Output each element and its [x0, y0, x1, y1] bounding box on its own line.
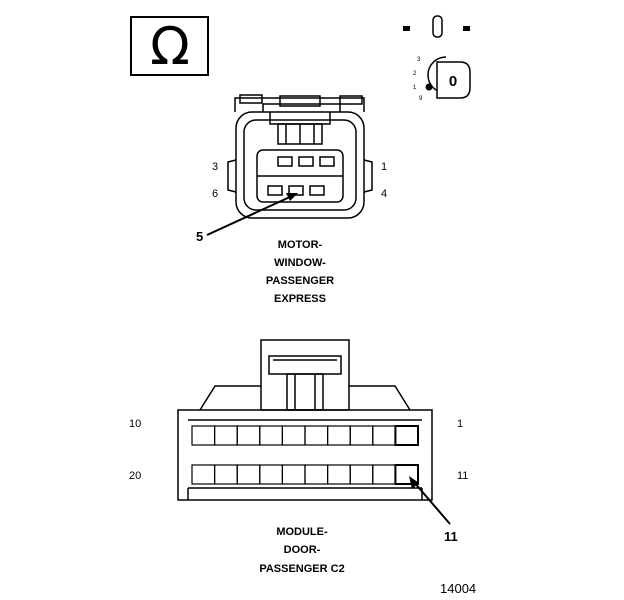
ignition-key-icon: 0 3 2 1 9	[403, 15, 471, 102]
connector-cavity	[236, 464, 261, 485]
pointer-label: 5	[196, 229, 203, 244]
connector-cavity	[214, 425, 238, 446]
pointer-label: 11	[444, 529, 458, 544]
pin-label: 20	[129, 470, 141, 482]
pin-label: 6	[212, 188, 218, 200]
connector-cavity	[259, 464, 283, 485]
connector-name-line: MOTOR-	[278, 239, 323, 251]
pin-label: 3	[212, 161, 218, 173]
connector-cavity	[304, 425, 329, 446]
connector-cavity	[349, 464, 374, 485]
figure-number: 14004	[440, 581, 476, 596]
cavity-grid	[191, 425, 419, 485]
pin-label: 11	[457, 470, 468, 482]
connector-cavity	[372, 425, 396, 446]
ohm-icon: Ω	[150, 17, 190, 77]
connector-name-line: MODULE-	[276, 526, 328, 538]
connector-cavity	[214, 464, 238, 485]
connector-cavity	[259, 425, 283, 446]
module-door-connector	[177, 339, 433, 501]
connector-cavity	[327, 464, 351, 485]
connector-name-line: WINDOW-	[274, 257, 326, 269]
pin-label: 4	[381, 188, 387, 200]
connector-name-line: PASSENGER C2	[259, 563, 344, 575]
key-position-label: 3	[417, 57, 421, 63]
connector-name-line: EXPRESS	[274, 293, 326, 305]
connector-cavity	[394, 464, 419, 485]
connector-cavity	[236, 425, 261, 446]
key-center-label: 0	[449, 73, 457, 90]
key-position-label: 2	[413, 71, 417, 77]
connector-cavity	[394, 425, 419, 446]
ohmmeter-symbol-box: Ω	[130, 16, 209, 77]
pin-pointer-arrow	[409, 476, 451, 525]
connector-cavity	[281, 464, 306, 485]
pin-label: 10	[129, 418, 141, 430]
connector-cavity	[349, 425, 374, 446]
connector-name-line: PASSENGER	[266, 275, 334, 287]
connector-name-line: DOOR-	[284, 544, 321, 556]
motor-window-connector	[227, 94, 373, 219]
pin-label: 1	[457, 418, 463, 430]
connector-cavity	[304, 464, 329, 485]
key-position-label: 1	[413, 85, 417, 91]
connector-cavity	[191, 425, 216, 446]
connector-cavity	[327, 425, 351, 446]
connector-cavity	[372, 464, 396, 485]
pin-pointer-arrow	[206, 193, 298, 236]
key-position-label: 9	[419, 96, 423, 102]
connector-cavity	[191, 464, 216, 485]
pin-label: 1	[381, 161, 387, 173]
connector-cavity	[281, 425, 306, 446]
